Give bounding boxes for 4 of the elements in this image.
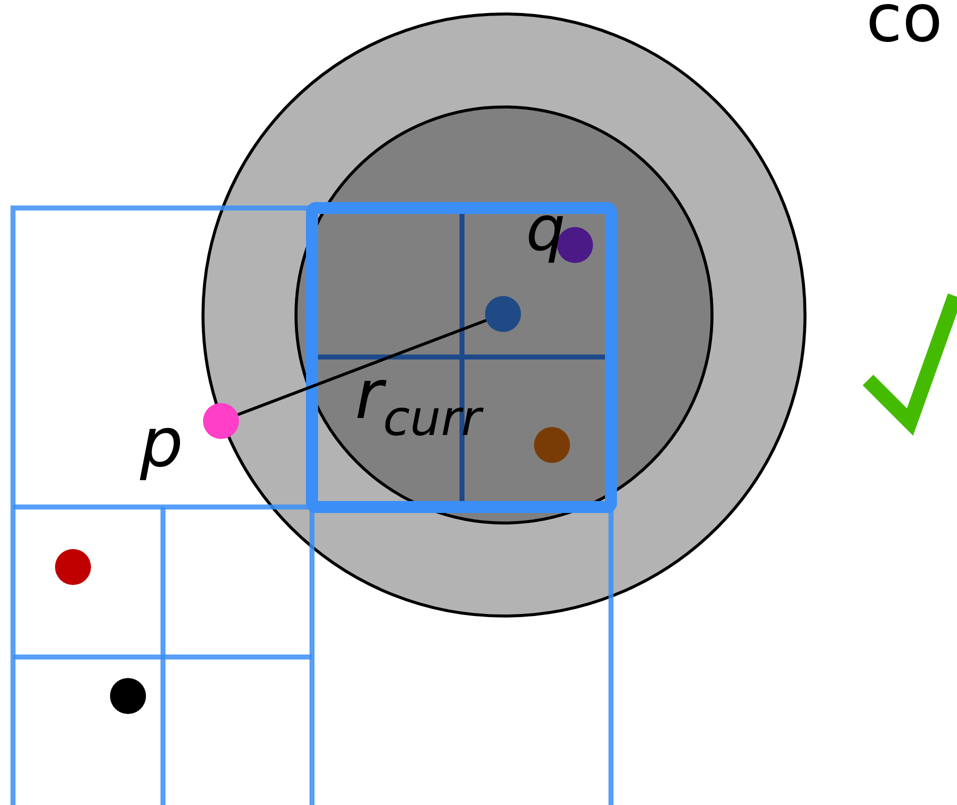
distance-line [237, 318, 487, 416]
query-point [203, 403, 239, 439]
heading-text: co [866, 0, 943, 52]
point-label: p [140, 410, 184, 478]
